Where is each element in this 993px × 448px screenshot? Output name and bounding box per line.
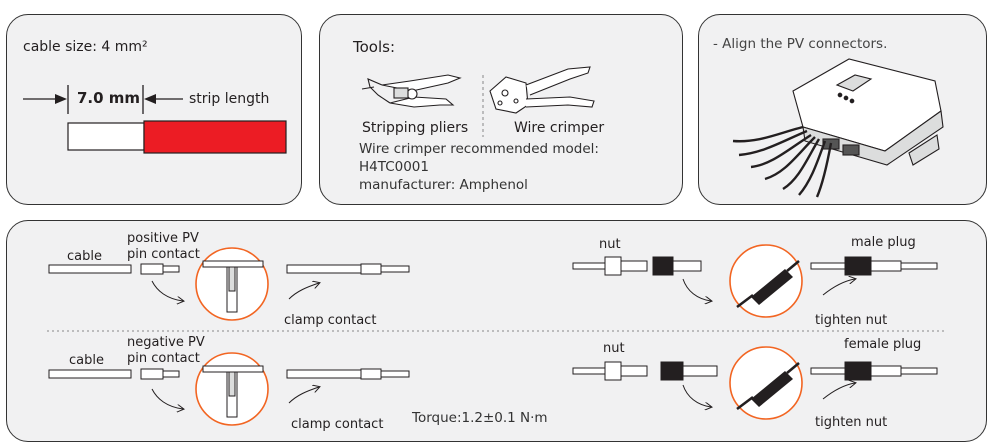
wire-crimper-icon bbox=[489, 66, 595, 114]
nut-and-male-plug-icon bbox=[572, 256, 702, 276]
positive-contact-label-2: pin contact bbox=[127, 247, 200, 262]
plug-detail-circle-female bbox=[729, 346, 803, 420]
negative-clamp-label: clamp contact bbox=[291, 417, 384, 432]
negative-contact-label-2: pin contact bbox=[127, 351, 200, 366]
strip-length-value: 7.0 mm bbox=[77, 89, 141, 107]
crimper-manufacturer: manufacturer: Amphenol bbox=[359, 177, 528, 193]
crimp-detail-circle-positive bbox=[195, 247, 269, 321]
flow-arrow bbox=[822, 383, 855, 400]
tools-panel: Tools: Stripping pliers Wire crimper Wir… bbox=[319, 14, 683, 205]
flow-arrow bbox=[151, 280, 183, 301]
positive-nut-label: nut bbox=[599, 237, 621, 252]
male-plug-label: male plug bbox=[851, 235, 916, 250]
flow-arrow bbox=[682, 384, 711, 407]
inverter-drawing bbox=[732, 58, 944, 198]
female-plug-label: female plug bbox=[844, 337, 922, 352]
negative-cable-icon bbox=[48, 368, 180, 380]
crimper-model-number: H4TC0001 bbox=[359, 159, 429, 175]
tools-title: Tools: bbox=[353, 38, 396, 56]
tools-drawing bbox=[361, 66, 595, 137]
male-plug-tightened-icon bbox=[810, 256, 938, 276]
flow-arrow bbox=[822, 279, 855, 296]
negative-cable-label: cable bbox=[69, 353, 104, 368]
negative-nut-label: nut bbox=[603, 341, 625, 356]
strip-length-label: strip length bbox=[189, 91, 270, 107]
flow-arrow bbox=[288, 283, 319, 300]
plug-detail-circle-male bbox=[729, 244, 803, 318]
crimper-model-note: Wire crimper recommended model: bbox=[359, 141, 599, 157]
stripping-pliers-label: Stripping pliers bbox=[362, 120, 469, 136]
cable-size-label: cable size: 4 mm² bbox=[23, 39, 148, 55]
inverter-icon bbox=[792, 58, 944, 166]
align-instruction: - Align the PV connectors. bbox=[713, 36, 888, 52]
stripped-cable-drawing bbox=[23, 85, 287, 154]
wire-crimper-label: Wire crimper bbox=[514, 120, 605, 136]
cable-strip-panel: cable size: 4 mm² 7.0 mm strip length bbox=[6, 14, 302, 205]
negative-tighten-label: tighten nut bbox=[815, 415, 888, 430]
female-plug-tightened-icon bbox=[810, 361, 938, 381]
clamped-contact-positive-icon bbox=[286, 263, 410, 275]
positive-cable-label: cable bbox=[67, 249, 102, 264]
positive-contact-label-1: positive PV bbox=[127, 231, 199, 246]
crimp-detail-circle-negative bbox=[195, 352, 269, 426]
positive-clamp-label: clamp contact bbox=[284, 313, 377, 328]
flow-arrow bbox=[288, 387, 319, 404]
nut-and-female-plug-icon bbox=[572, 361, 718, 381]
pv-cables-icon bbox=[732, 125, 833, 198]
connector-assembly-panel: cable positive PV pin contact clamp cont… bbox=[6, 220, 987, 442]
flow-arrow bbox=[682, 278, 711, 301]
flow-arrow bbox=[151, 388, 183, 409]
positive-cable-icon bbox=[48, 263, 180, 275]
clamped-contact-negative-icon bbox=[286, 368, 410, 380]
stripping-pliers-icon bbox=[361, 74, 462, 108]
positive-tighten-label: tighten nut bbox=[815, 313, 888, 328]
negative-contact-label-1: negative PV bbox=[127, 335, 205, 350]
torque-label: Torque:1.2±0.1 N·m bbox=[412, 410, 548, 426]
align-connectors-panel: - Align the PV connectors. bbox=[698, 14, 987, 205]
assembly-drawing bbox=[47, 244, 947, 426]
